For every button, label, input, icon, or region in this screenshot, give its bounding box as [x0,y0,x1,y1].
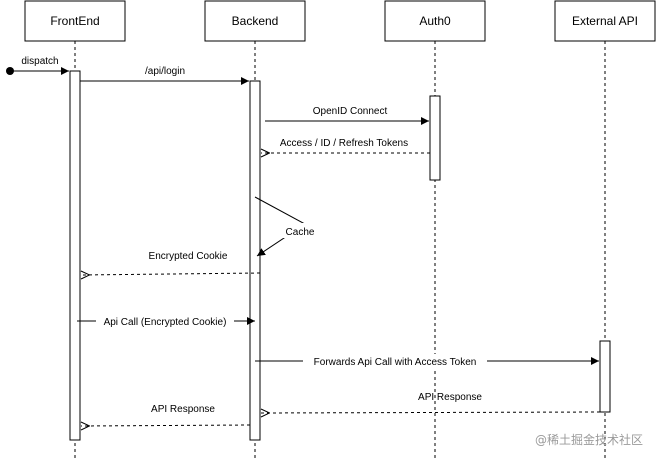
activation-auth0 [429,95,441,181]
message-openid-connect-label: OpenID Connect [313,106,388,117]
message-api-response-external: API Response [261,392,601,413]
message-api-login-label: /api/login [145,66,185,77]
message-api-response-external-label: API Response [418,392,482,403]
message-openid-connect: OpenID Connect [265,106,429,125]
message-dispatch: dispatch [6,56,69,75]
message-cache-label: Cache [286,227,315,238]
participant-backend: Backend [204,0,306,42]
message-forwards-label: Forwards Api Call with Access Token [314,357,477,368]
message-encrypted-cookie: Encrypted Cookie [81,251,261,275]
participant-frontend: FrontEnd [24,0,126,42]
message-api-login: /api/login [80,66,249,85]
message-encrypted-cookie-label: Encrypted Cookie [149,251,228,262]
message-tokens-label: Access / ID / Refresh Tokens [280,138,408,149]
participant-frontend-label: FrontEnd [50,14,99,28]
participant-auth0-label: Auth0 [419,14,451,28]
message-tokens: Access / ID / Refresh Tokens [261,138,430,153]
activation-backend [249,80,261,441]
activation-external-api [599,340,611,413]
message-api-response-frontend-label: API Response [151,404,215,415]
message-forwards: Forwards Api Call with Access Token [255,354,599,368]
message-cache: Cache [254,196,320,257]
participant-external-api: External API [554,0,656,42]
activation-frontend [69,70,81,441]
message-api-response-frontend: API Response [81,404,251,426]
participant-backend-label: Backend [232,14,279,28]
message-dispatch-label: dispatch [21,56,58,67]
message-api-call: Api Call (Encrypted Cookie) [77,314,255,328]
message-api-call-label: Api Call (Encrypted Cookie) [104,317,227,328]
watermark: @稀土掘金技术社区 [535,432,643,447]
participant-external-api-label: External API [572,14,638,28]
participant-auth0: Auth0 [384,0,486,42]
